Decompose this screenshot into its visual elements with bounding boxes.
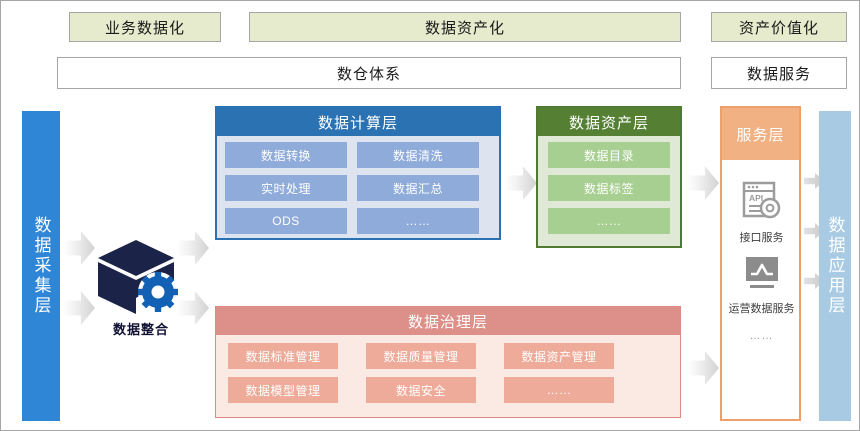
- arrow-governance-to-service: [687, 351, 719, 385]
- tile-compute-5[interactable]: ……: [357, 208, 479, 234]
- phase-banner-asset-valuation: 资产价值化: [711, 12, 847, 42]
- tile-compute-2[interactable]: 实时处理: [225, 175, 347, 201]
- service-item-operational[interactable]: 运营数据服务: [729, 255, 795, 316]
- phase-banner-label: 资产价值化: [738, 19, 819, 37]
- panel-title: 数据资产层: [538, 108, 680, 136]
- section-warehouse-system: 数仓体系: [57, 57, 681, 89]
- tile-governance-2[interactable]: 数据资产管理: [504, 343, 614, 369]
- api-window-gear-icon: API: [741, 180, 783, 227]
- phase-banner-business-datafication: 业务数据化: [69, 12, 221, 42]
- tile-asset-1[interactable]: 数据标签: [548, 175, 670, 201]
- section-data-service: 数据服务: [711, 57, 847, 89]
- arrow-collection-to-integration-top: [63, 231, 95, 265]
- panel-data-governance-layer: 数据治理层 数据标准管理 数据质量管理 数据资产管理 数据模型管理 数据安全 ……: [215, 306, 681, 418]
- service-item-label: 接口服务: [739, 232, 784, 244]
- service-more-label: ……: [749, 330, 774, 342]
- svg-text:API: API: [749, 193, 763, 203]
- panel-title: 服务层: [722, 108, 799, 160]
- layer-bar-label: 数据采集层: [31, 216, 51, 316]
- arrow-asset-to-service: [687, 166, 719, 200]
- tile-asset-0[interactable]: 数据目录: [548, 142, 670, 168]
- layer-bar-data-application: 数据应用层: [819, 111, 851, 421]
- panel-data-asset-layer: 数据资产层 数据目录 数据标签 ……: [536, 106, 682, 248]
- tile-asset-2[interactable]: ……: [548, 208, 670, 234]
- integration-label: 数据整合: [112, 322, 169, 337]
- panel-title: 数据计算层: [217, 108, 499, 136]
- tile-governance-3[interactable]: 数据模型管理: [228, 377, 338, 403]
- panel-service-layer: 服务层 API: [720, 106, 801, 421]
- section-label: 数据服务: [746, 65, 811, 83]
- arrow-compute-to-asset: [505, 166, 537, 200]
- tile-compute-0[interactable]: 数据转换: [225, 142, 347, 168]
- section-label: 数仓体系: [336, 65, 401, 83]
- tile-compute-1[interactable]: 数据清洗: [357, 142, 479, 168]
- service-items-container: API 接口服务: [728, 166, 795, 415]
- panel-data-compute-layer: 数据计算层 数据转换 数据清洗 实时处理 数据汇总 ODS ……: [215, 106, 501, 240]
- layer-bar-label: 数据应用层: [825, 216, 845, 316]
- cube-gear-icon: [96, 236, 186, 316]
- tile-governance-5[interactable]: ……: [504, 377, 614, 403]
- phase-banner-label: 业务数据化: [104, 19, 185, 37]
- tile-governance-0[interactable]: 数据标准管理: [228, 343, 338, 369]
- tile-compute-3[interactable]: 数据汇总: [357, 175, 479, 201]
- monitor-chart-icon: [741, 255, 783, 298]
- layer-bar-data-collection: 数据采集层: [22, 111, 60, 421]
- service-item-api[interactable]: API 接口服务: [740, 180, 784, 245]
- service-item-label: 运营数据服务: [728, 303, 795, 315]
- phase-banner-data-assetization: 数据资产化: [249, 12, 681, 42]
- tile-governance-1[interactable]: 数据质量管理: [366, 343, 476, 369]
- tile-governance-4[interactable]: 数据安全: [366, 377, 476, 403]
- tile-compute-4[interactable]: ODS: [225, 208, 347, 234]
- phase-banner-label: 数据资产化: [424, 19, 505, 37]
- panel-title: 数据治理层: [216, 307, 680, 335]
